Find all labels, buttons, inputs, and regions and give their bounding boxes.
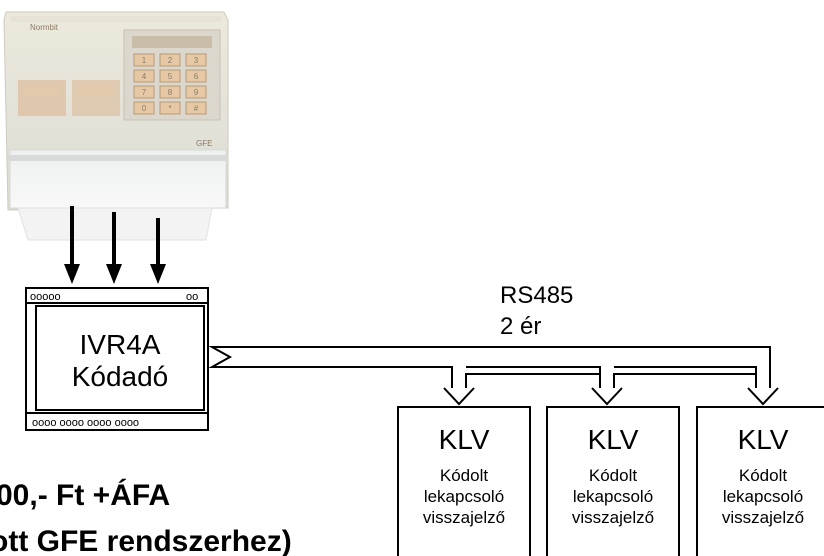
keypad-key (133, 85, 155, 99)
alarm-panel-device: Normbit 1 2 3 4 5 6 7 8 9 0 * # GFE (0, 0, 230, 250)
module-title: KLV (439, 424, 490, 455)
klv-module-1: KLV Kódolt lekapcsoló visszajelző (397, 406, 531, 556)
arrow-head-2 (106, 264, 122, 284)
keypad-key-label: 9 (194, 88, 199, 97)
price-line-1: 00,- Ft +ÁFA (0, 478, 170, 512)
bus-label: RS485 2 ér (500, 282, 573, 340)
keypad-key-label: 7 (142, 88, 147, 97)
bus-type: RS485 (500, 282, 573, 309)
module-line2: lekapcsoló (723, 487, 803, 506)
keypad-key (185, 69, 207, 83)
drop-arrow-2 (591, 387, 623, 406)
encoder-description: Kódadó (72, 361, 169, 392)
encoder-box: ooooo oo oooo oooo oooo oooo IVR4A Kódad… (25, 287, 209, 431)
encoder-top-left-terminals: ooooo (30, 291, 61, 303)
price-line-2: ott GFE rendszerhez) (0, 525, 292, 556)
keypad-key (185, 101, 207, 115)
price-text: 00,- Ft +ÁFA ott GFE rendszerhez) (0, 478, 292, 556)
encoder-top-right-terminals: oo (186, 291, 198, 303)
module-line1: Kódolt (739, 466, 787, 485)
keypad-key-label: 8 (168, 88, 173, 97)
keypad-key-label: 1 (142, 56, 147, 65)
module-line2: lekapcsoló (424, 487, 504, 506)
drop-arrow-1 (443, 387, 475, 406)
bus-wires: 2 ér (500, 313, 541, 340)
device-brand: Normbit (30, 23, 59, 32)
keypad-key (185, 53, 207, 67)
keypad-key (159, 101, 181, 115)
klv-module-2: KLV Kódolt lekapcsoló visszajelző (546, 406, 680, 556)
keypad-key-label: # (194, 104, 199, 113)
module-line3: visszajelző (572, 508, 654, 527)
module-title: KLV (738, 424, 789, 455)
keypad-key (133, 69, 155, 83)
module-line3: visszajelző (423, 508, 505, 527)
arrow-head-3 (150, 264, 166, 284)
keypad-key (159, 69, 181, 83)
arrow-head-1 (64, 264, 80, 284)
encoder-name: IVR4A (80, 329, 161, 360)
module-line1: Kódolt (589, 466, 637, 485)
keypad-key-label: 6 (194, 72, 199, 81)
device-to-encoder-arrows (64, 206, 166, 284)
encoder-bottom-terminals: oooo oooo oooo oooo (32, 417, 139, 429)
keypad-key-label: 5 (168, 72, 173, 81)
module-line1: Kódolt (440, 466, 488, 485)
keypad-key-label: 0 (142, 104, 147, 113)
keypad-key (159, 85, 181, 99)
module-line3: visszajelző (722, 508, 804, 527)
keypad-key (159, 53, 181, 67)
module-title: KLV (588, 424, 639, 455)
keypad-key-label: 4 (142, 72, 147, 81)
keypad-key (133, 53, 155, 67)
module-line2: lekapcsoló (573, 487, 653, 506)
klv-module-3: KLV Kódolt lekapcsoló visszajelző (696, 406, 824, 556)
keypad-key-label: 3 (194, 56, 199, 65)
device-keypad: 1 2 3 4 5 6 7 8 9 0 * # (133, 53, 207, 115)
keypad-key-label: * (168, 104, 171, 113)
keypad-key (133, 101, 155, 115)
keypad-key (185, 85, 207, 99)
keypad-key-label: 2 (168, 56, 173, 65)
drop-arrow-3 (747, 387, 779, 406)
rs485-bus (208, 346, 779, 406)
device-badge: GFE (196, 139, 212, 148)
